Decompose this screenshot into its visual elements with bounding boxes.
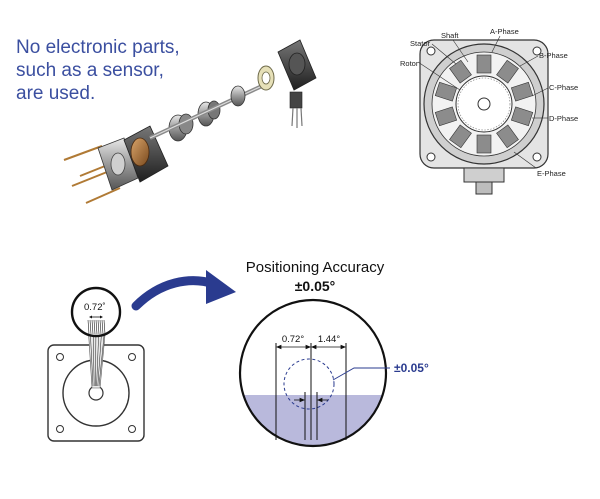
stator-coil (434, 81, 458, 102)
stator-coil (510, 81, 534, 102)
label-shaft: Shaft (441, 31, 459, 40)
label-stator: Stator (410, 39, 431, 48)
exploded-motor-illustration (63, 39, 317, 204)
stator-coil (476, 54, 492, 74)
shaft (477, 97, 491, 111)
label-d-phase: D-Phase (549, 114, 578, 123)
tolerance-circle (283, 358, 335, 410)
magnifier-tooth-line (103, 319, 106, 335)
label-a-phase: A-Phase (490, 27, 519, 36)
curved-arrow (131, 270, 236, 311)
magnifier-angle-label: 0.72˚ (84, 302, 106, 313)
label-c-phase: C-Phase (549, 83, 578, 92)
stator-coil (476, 134, 492, 154)
motor-front-view (47, 323, 145, 442)
cone-striation (98, 325, 106, 387)
accuracy-title: Positioning Accuracy (246, 259, 385, 276)
half-step-angle-label: 1.44° (318, 334, 340, 345)
motor-cross-section: Stator Shaft Rotor A-Phase B-Phase C-Pha… (400, 27, 578, 195)
stator-coil (434, 106, 458, 127)
magnifier-tooth-line (91, 319, 94, 335)
magnifier-tooth-line (95, 319, 98, 335)
label-rotor: Rotor (400, 59, 419, 68)
accuracy-value: ±0.05° (295, 278, 336, 294)
stator-windings (434, 54, 534, 154)
magnifier-bubble: 0.72˚ (70, 286, 122, 338)
magnifier-tooth-line (99, 319, 102, 335)
magnifier-tooth-line (101, 319, 104, 335)
intro-line-2: such as a sensor, (16, 60, 164, 81)
label-b-phase: B-Phase (539, 51, 568, 60)
stator-coil (449, 124, 472, 149)
accuracy-detail-circle: 0.72° 1.44° (238, 298, 390, 448)
magnifier-tooth-line (87, 319, 90, 335)
stator-coil (496, 124, 519, 149)
tolerance-label: ±0.05° (394, 361, 429, 375)
label-e-phase: E-Phase (537, 169, 566, 178)
stator-coil (449, 59, 472, 84)
step-angle-label: 0.72° (282, 334, 304, 345)
magnifier-tooth-line (97, 319, 100, 335)
magnifier-tooth-line (89, 319, 92, 335)
stator-coil (510, 106, 534, 127)
intro-line-3: are used. (16, 83, 96, 104)
stator-coil (496, 59, 519, 84)
magnifier-tooth-line (93, 319, 96, 335)
intro-text: No electronic parts, such as a sensor, a… (16, 36, 256, 105)
intro-line-1: No electronic parts, (16, 37, 180, 58)
